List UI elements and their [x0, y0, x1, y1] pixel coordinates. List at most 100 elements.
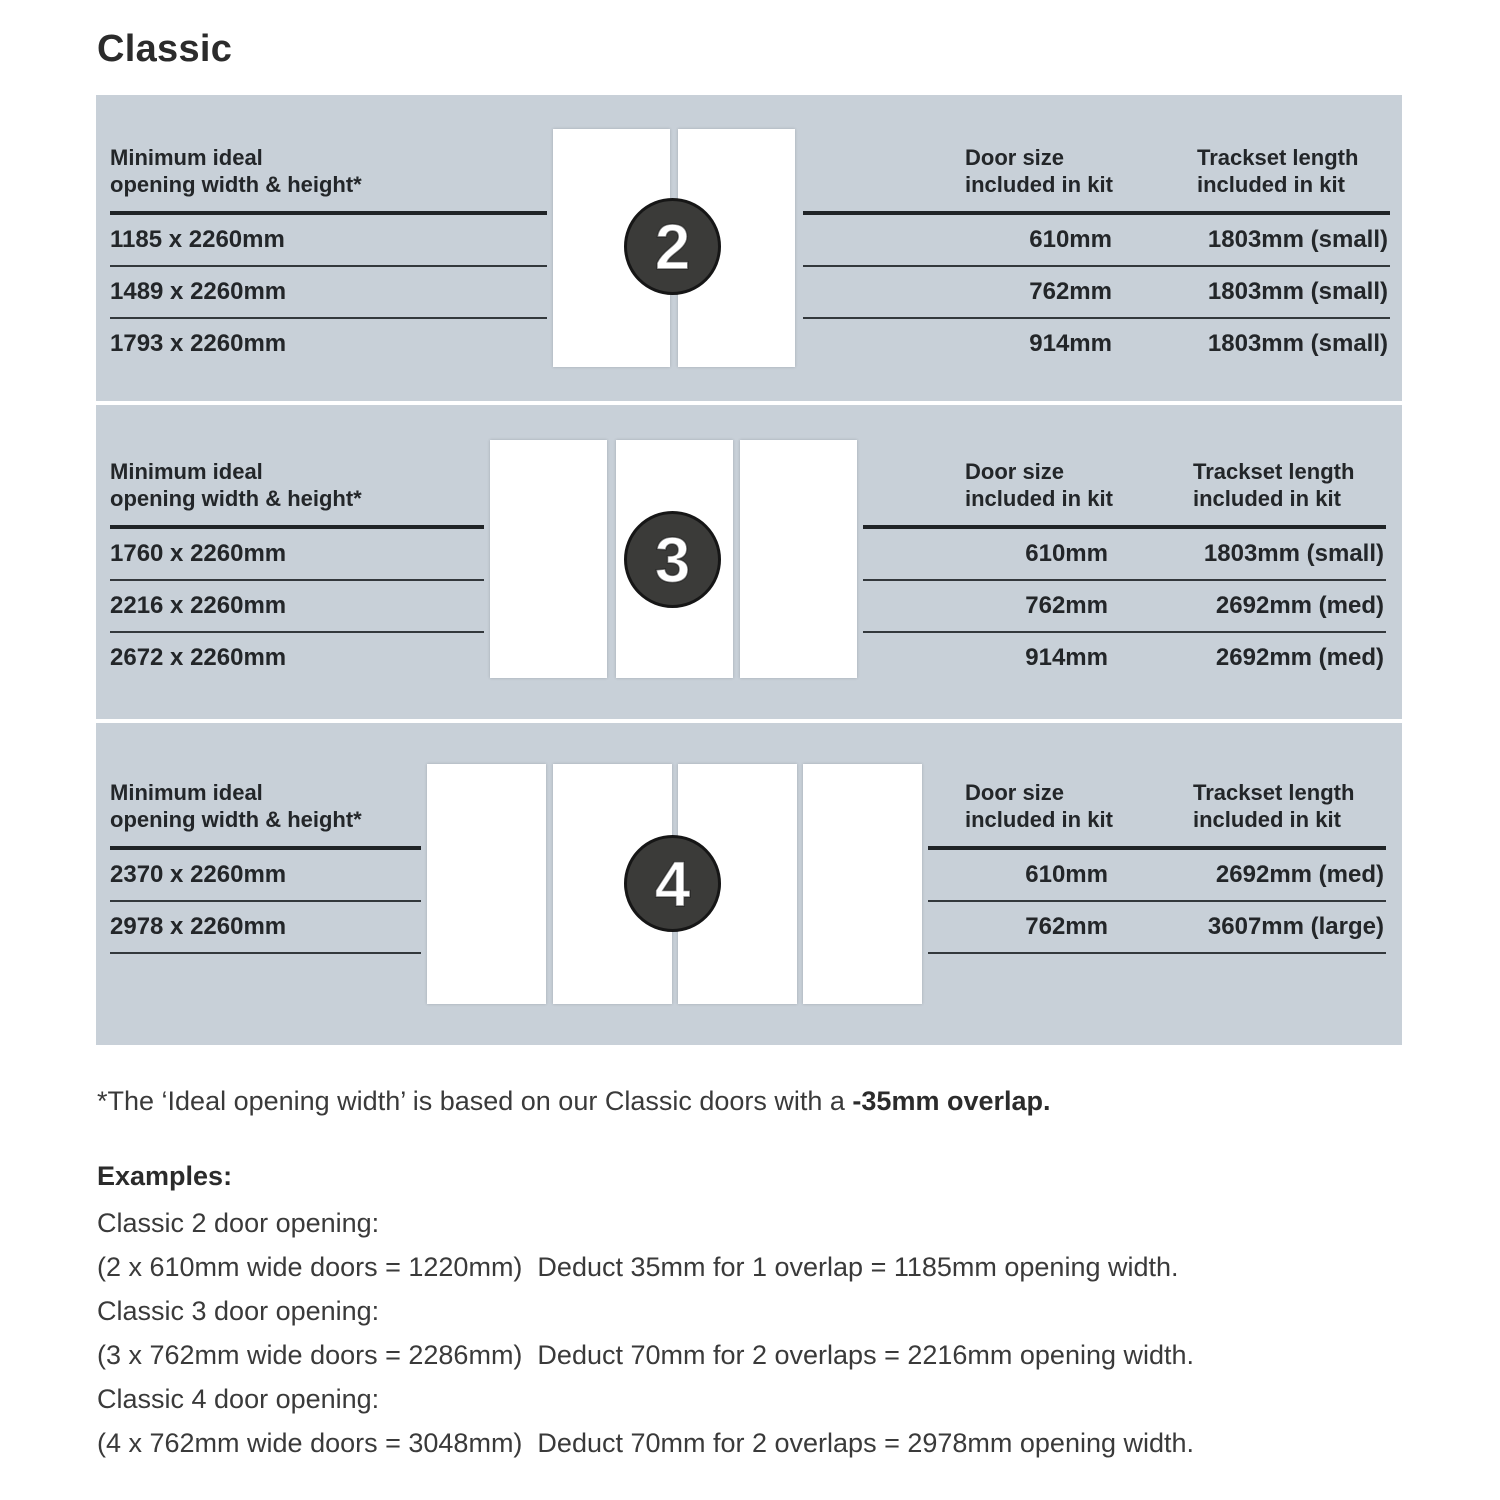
door-size-header: Door size included in kit — [965, 144, 1150, 198]
trackset-value: 1803mm (small) — [1207, 330, 1388, 357]
door-size-value: 610mm — [1025, 861, 1108, 888]
opening-value: 1489 x 2260mm — [110, 278, 287, 305]
door-size-header-col: Door size included in kit — [928, 779, 1146, 833]
spec-panel: Minimum ideal opening width & height* 11… — [96, 95, 1402, 1045]
example-line: Classic 2 door opening: — [97, 1208, 380, 1238]
opening-header-line2: opening width & height* — [110, 807, 362, 832]
opening-header-line2: opening width & height* — [110, 172, 362, 197]
trackset-header-col: Trackset length included in kit — [1146, 458, 1386, 512]
trackset-header-line2: included in kit — [1193, 486, 1341, 511]
trackset-value: 1803mm (small) — [1207, 278, 1388, 305]
opening-header-line1: Minimum ideal — [110, 459, 263, 484]
trackset-value: 3607mm (large) — [1207, 913, 1384, 940]
door-panel — [490, 440, 607, 678]
trackset-header-line2: included in kit — [1197, 172, 1345, 197]
example-line: (4 x 762mm wide doors = 3048mm) Deduct 7… — [97, 1428, 1195, 1458]
door-size-header: Door size included in kit — [965, 458, 1146, 512]
door-size-header-line2: included in kit — [965, 807, 1113, 832]
example-line: (2 x 610mm wide doors = 1220mm) Deduct 3… — [97, 1252, 1179, 1282]
trackset-header-line2: included in kit — [1193, 807, 1341, 832]
opening-value: 2978 x 2260mm — [110, 913, 287, 940]
opening-header-text: Minimum ideal opening width & height* — [110, 779, 362, 833]
page-title: Classic — [97, 28, 233, 70]
trackset-header-line1: Trackset length — [1193, 459, 1355, 484]
trackset-header-col: Trackset length included in kit — [1150, 144, 1390, 198]
door-size-header: Door size included in kit — [965, 779, 1146, 833]
kit-table: Door size included in kit Trackset lengt… — [863, 405, 1386, 683]
kit-row: 610mm 1803mm (small) — [863, 529, 1386, 581]
door-count-number: 4 — [654, 847, 691, 921]
example-line: (3 x 762mm wide doors = 2286mm) Deduct 7… — [97, 1340, 1195, 1370]
door-size-header-line1: Door size — [965, 780, 1065, 805]
kit-row: 914mm 1803mm (small) — [803, 319, 1390, 369]
opening-row: 1185 x 2260mm — [110, 215, 547, 267]
opening-row: 2978 x 2260mm — [110, 902, 421, 954]
opening-row: 1489 x 2260mm — [110, 267, 547, 319]
door-size-value: 762mm — [1025, 913, 1108, 940]
door-size-header-col: Door size included in kit — [803, 144, 1150, 198]
door-size-value: 914mm — [1029, 330, 1112, 357]
door-size-value: 762mm — [1025, 592, 1108, 619]
opening-value: 2672 x 2260mm — [110, 644, 287, 671]
opening-value: 1185 x 2260mm — [110, 226, 285, 253]
opening-header-text: Minimum ideal opening width & height* — [110, 458, 362, 512]
kit-row: 610mm 2692mm (med) — [928, 850, 1386, 902]
door-size-header-line2: included in kit — [965, 486, 1113, 511]
door-panel — [740, 440, 857, 678]
kit-table: Door size included in kit Trackset lengt… — [928, 723, 1386, 954]
kit-header: Door size included in kit Trackset lengt… — [928, 723, 1386, 850]
door-size-value: 914mm — [1025, 644, 1108, 671]
kit-table: Door size included in kit Trackset lengt… — [803, 95, 1390, 369]
opening-value: 1793 x 2260mm — [110, 330, 287, 357]
opening-header: Minimum ideal opening width & height* — [110, 405, 484, 529]
spec-section-3-door: Minimum ideal opening width & height* 17… — [96, 405, 1402, 719]
kit-header: Door size included in kit Trackset lengt… — [803, 95, 1390, 215]
trackset-header-col: Trackset length included in kit — [1146, 779, 1386, 833]
opening-header-text: Minimum ideal opening width & height* — [110, 144, 362, 198]
door-count-badge: 3 — [624, 511, 721, 608]
opening-value: 2370 x 2260mm — [110, 861, 287, 888]
opening-table: Minimum ideal opening width & height* 23… — [110, 723, 421, 954]
opening-row: 1760 x 2260mm — [110, 529, 484, 581]
footnote-text: *The ‘Ideal opening width’ is based on o… — [97, 1086, 853, 1116]
door-count-badge: 4 — [624, 835, 721, 932]
opening-row: 2370 x 2260mm — [110, 850, 421, 902]
door-count-number: 2 — [654, 210, 691, 284]
trackset-header-line1: Trackset length — [1197, 145, 1359, 170]
trackset-value: 1803mm (small) — [1203, 540, 1384, 567]
door-size-header-line1: Door size — [965, 145, 1065, 170]
footnote: *The ‘Ideal opening width’ is based on o… — [97, 1086, 1051, 1117]
opening-header: Minimum ideal opening width & height* — [110, 95, 547, 215]
example-line: Classic 3 door opening: — [97, 1296, 380, 1326]
examples-heading: Examples: — [97, 1161, 233, 1191]
opening-header-line1: Minimum ideal — [110, 145, 263, 170]
examples-block: Examples: Classic 2 door opening: (2 x 6… — [97, 1161, 1194, 1465]
kit-row: 762mm 3607mm (large) — [928, 902, 1386, 954]
trackset-header-line1: Trackset length — [1193, 780, 1355, 805]
door-size-value: 610mm — [1029, 226, 1112, 253]
door-size-header-line2: included in kit — [965, 172, 1113, 197]
door-panel — [427, 764, 546, 1004]
opening-header-line1: Minimum ideal — [110, 780, 263, 805]
trackset-value: 2692mm (med) — [1215, 644, 1384, 671]
example-line: Classic 4 door opening: — [97, 1384, 380, 1414]
kit-row: 914mm 2692mm (med) — [863, 633, 1386, 683]
opening-value: 1760 x 2260mm — [110, 540, 287, 567]
door-size-value: 610mm — [1025, 540, 1108, 567]
opening-table: Minimum ideal opening width & height* 11… — [110, 95, 547, 369]
kit-row: 610mm 1803mm (small) — [803, 215, 1390, 267]
opening-row: 1793 x 2260mm — [110, 319, 547, 369]
opening-header: Minimum ideal opening width & height* — [110, 723, 421, 850]
opening-table: Minimum ideal opening width & height* 17… — [110, 405, 484, 683]
trackset-header: Trackset length included in kit — [1193, 779, 1386, 833]
opening-value: 2216 x 2260mm — [110, 592, 287, 619]
spec-section-2-door: Minimum ideal opening width & height* 11… — [96, 95, 1402, 401]
kit-header: Door size included in kit Trackset lengt… — [863, 405, 1386, 529]
door-size-header-line1: Door size — [965, 459, 1065, 484]
trackset-value: 1803mm (small) — [1207, 226, 1388, 253]
opening-header-line2: opening width & height* — [110, 486, 362, 511]
trackset-header: Trackset length included in kit — [1197, 144, 1390, 198]
footnote-bold-text: -35mm overlap. — [852, 1086, 1051, 1116]
kit-row: 762mm 2692mm (med) — [863, 581, 1386, 633]
door-count-number: 3 — [654, 523, 691, 597]
